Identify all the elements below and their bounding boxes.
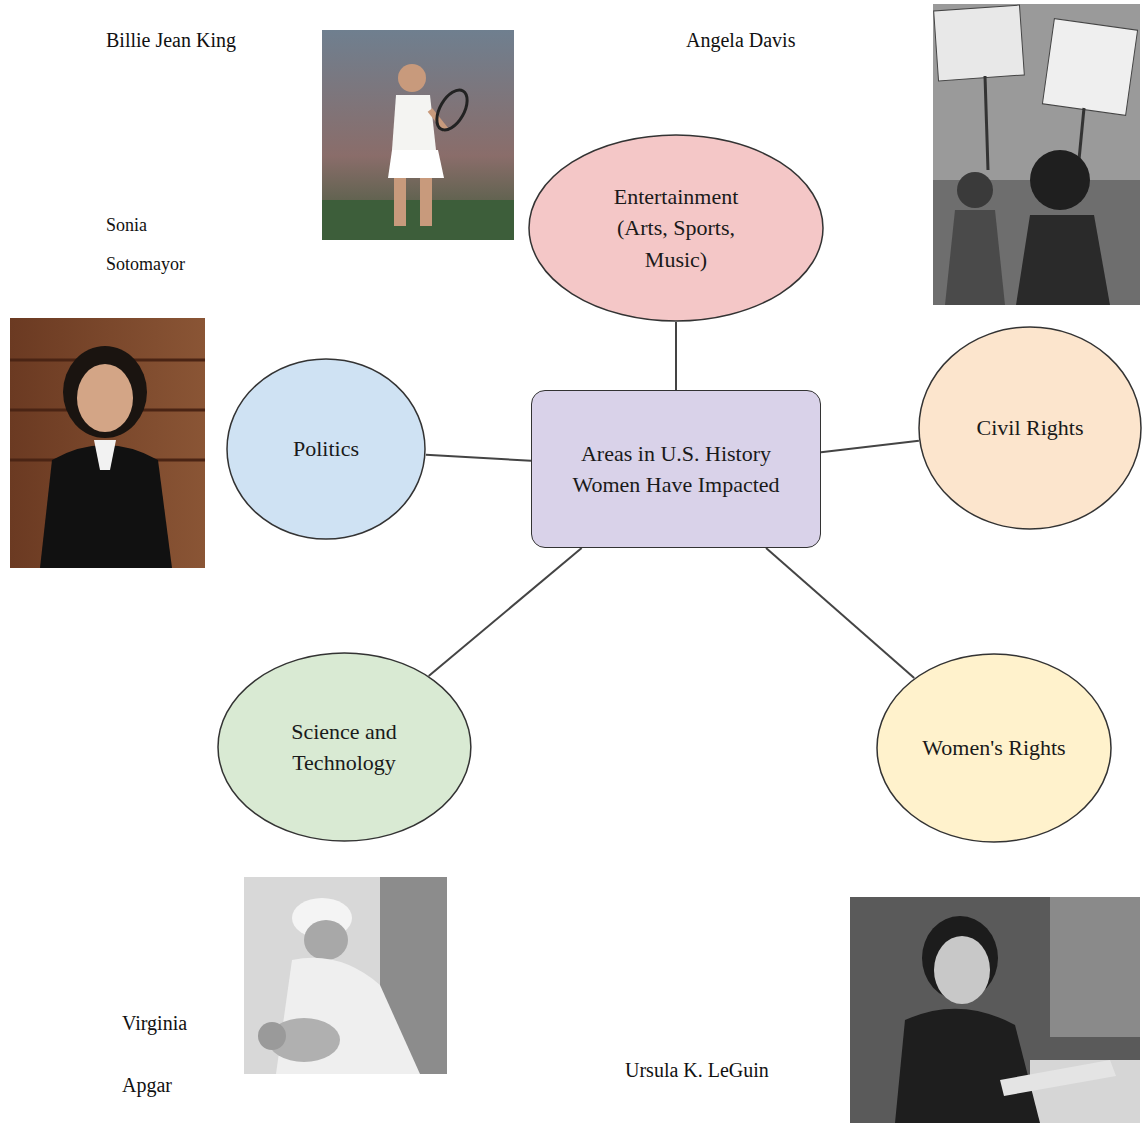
protest-photo bbox=[933, 4, 1140, 305]
connector-line bbox=[429, 548, 582, 676]
connector-line bbox=[426, 455, 531, 461]
area-text: Politics bbox=[293, 433, 359, 464]
area-text: Entertainment (Arts, Sports, Music) bbox=[591, 181, 761, 275]
area-text: Areas in U.S. History Women Have Impacte… bbox=[571, 438, 781, 500]
area-ellipse: Entertainment (Arts, Sports, Music) bbox=[528, 134, 824, 322]
person-name: Ursula K. LeGuin bbox=[625, 1058, 769, 1082]
ellipse-shape bbox=[218, 653, 471, 841]
ellipse-shape bbox=[529, 135, 823, 321]
connector-line bbox=[821, 441, 919, 452]
judge-photo bbox=[10, 318, 205, 568]
ellipse-shape bbox=[227, 359, 425, 539]
area-ellipse: Science and Technology bbox=[217, 652, 472, 842]
ellipse-shape bbox=[877, 654, 1111, 842]
person-name: Virginia Apgar bbox=[122, 992, 232, 1116]
area-text: Women's Rights bbox=[922, 732, 1065, 763]
central-box: Areas in U.S. History Women Have Impacte… bbox=[531, 390, 821, 548]
area-ellipse: Civil Rights bbox=[918, 326, 1142, 530]
person-name: Sonia Sotomayor bbox=[106, 206, 216, 283]
writer-photo bbox=[850, 897, 1140, 1123]
ellipse-shape bbox=[919, 327, 1141, 529]
area-ellipse: Politics bbox=[226, 358, 426, 540]
doctor-photo bbox=[244, 877, 447, 1074]
connector-line bbox=[675, 322, 677, 390]
ellipse-outline bbox=[217, 652, 472, 842]
connector-line bbox=[766, 548, 914, 678]
person-name: Billie Jean King bbox=[106, 28, 236, 52]
person-name: Angela Davis bbox=[686, 28, 795, 52]
area-text: Science and Technology bbox=[259, 716, 429, 778]
tennis-photo bbox=[322, 30, 514, 240]
area-ellipse: Women's Rights bbox=[876, 653, 1112, 843]
area-text: Civil Rights bbox=[977, 412, 1084, 443]
